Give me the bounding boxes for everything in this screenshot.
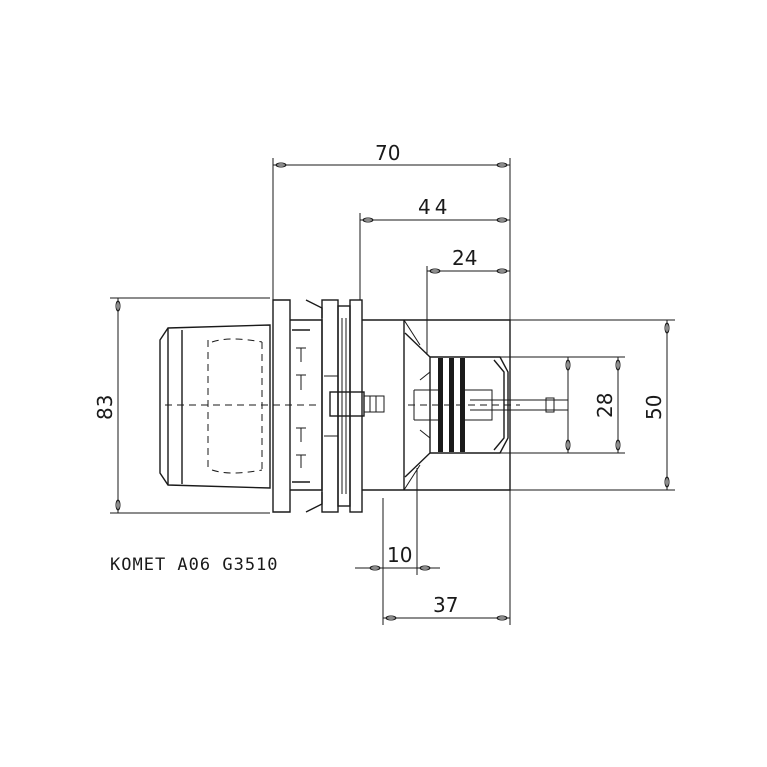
dim-diameter-large: 50: [642, 395, 666, 420]
mounting-flange: [321, 299, 385, 513]
dim-height: 83: [93, 395, 117, 420]
operator-head: [159, 299, 323, 513]
dim-overall-length: 70: [375, 141, 400, 165]
dimension-lines: [117, 164, 668, 619]
dim-front-section: 24: [452, 246, 477, 270]
dimension-ticks: [115, 162, 670, 621]
dim-front-to-flange: 44: [418, 195, 451, 219]
dim-diameter-small: 28: [593, 393, 617, 418]
extension-lines: [110, 158, 675, 625]
part-caption: KOMET A06 G3510: [110, 555, 279, 575]
dim-flange-gap: 10: [387, 543, 412, 567]
dim-body-depth: 37: [433, 593, 458, 617]
contact-block: [362, 319, 568, 491]
